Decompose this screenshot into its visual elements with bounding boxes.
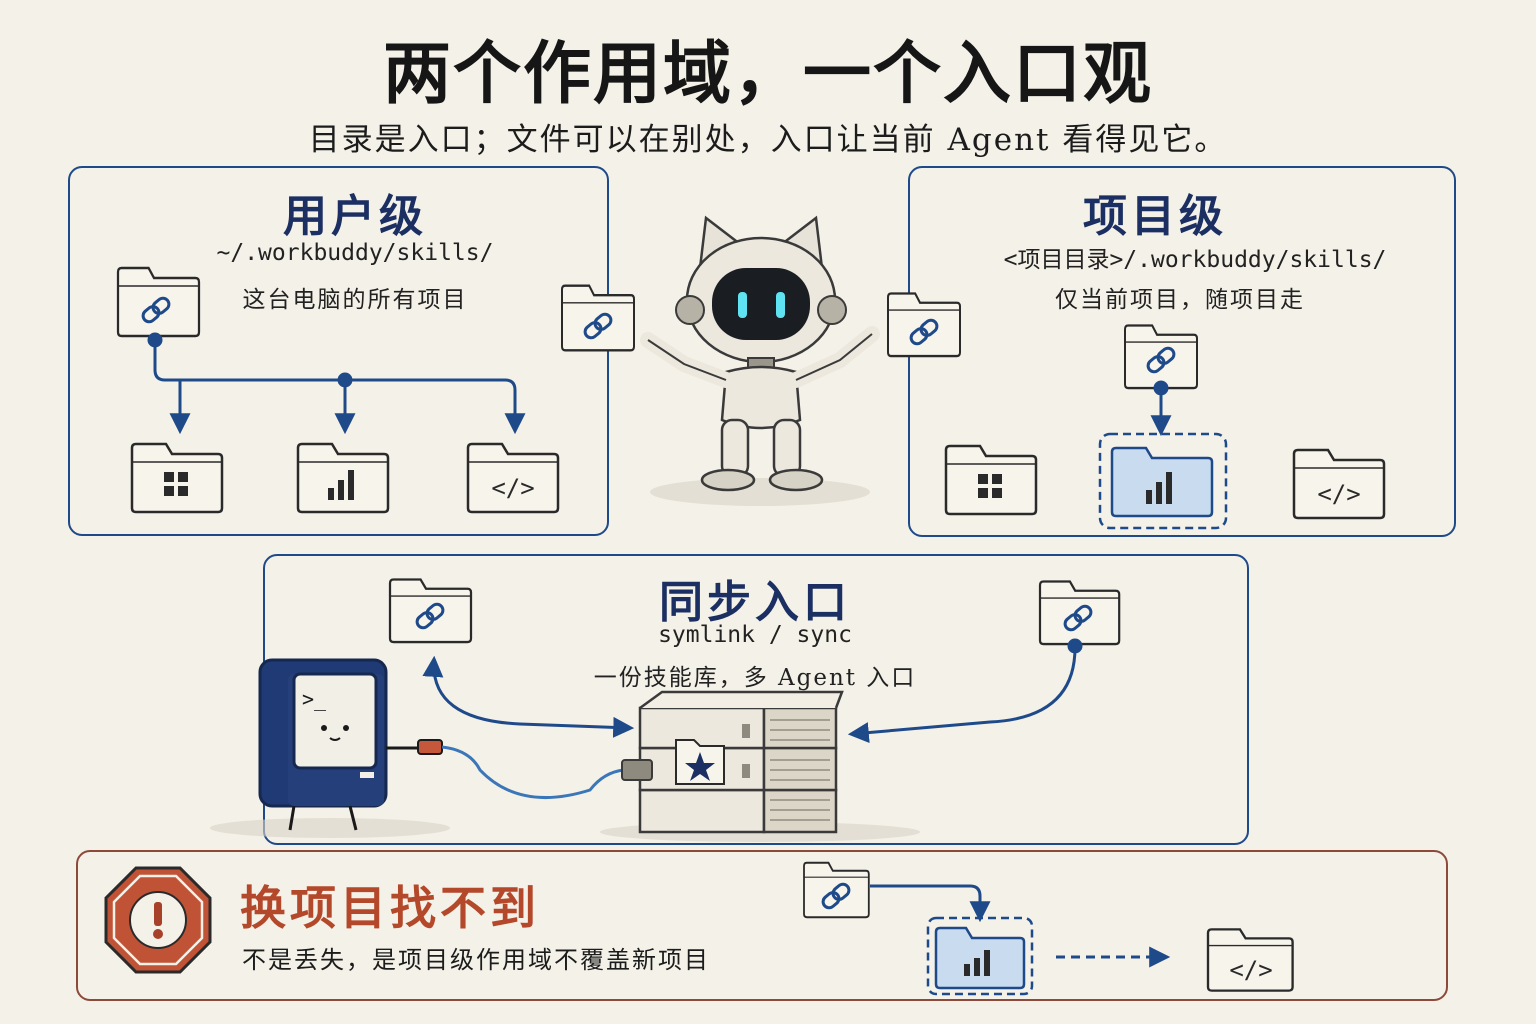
robot-right-link-folder-icon: [886, 292, 962, 358]
sync-right-link-folder-icon: [1038, 580, 1121, 646]
project-code-folder-icon: </>: [1292, 448, 1386, 520]
terminal-character-icon: >_: [210, 658, 450, 838]
warning-link-folder-icon: [802, 861, 870, 919]
project-chart-folder-highlighted-icon: [1098, 432, 1228, 530]
project-grid-folder-icon: [944, 444, 1038, 516]
sync-title: 同步入口: [659, 577, 851, 628]
warning-panel: [76, 850, 1448, 1001]
page-title: 两个作用域，一个入口观: [382, 34, 1153, 114]
user-link-folder-icon: [116, 266, 201, 338]
project-link-folder-icon: [1123, 324, 1199, 390]
user-code-folder-icon: </>: [466, 442, 560, 514]
sync-cable: [441, 745, 625, 800]
sync-description: 一份技能库，多 Agent 入口: [593, 665, 917, 691]
user-scope-description: 这台电脑的所有项目: [242, 287, 468, 313]
robot-mascot-icon: [640, 215, 880, 506]
warning-code-folder-icon: </>: [1206, 928, 1294, 992]
page-subtitle: 目录是入口；文件可以在别处，入口让当前 Agent 看得见它。: [308, 122, 1228, 158]
user-grid-folder-icon: [130, 442, 224, 514]
user-scope-path: ~/.workbuddy/skills/: [216, 240, 494, 266]
project-scope-description: 仅当前项目，随项目走: [1055, 287, 1305, 313]
robot-left-link-folder-icon: [560, 284, 636, 352]
svg-text:</>: </>: [1229, 956, 1272, 984]
warning-chart-folder-highlighted-icon: [926, 916, 1034, 996]
user-chart-folder-icon: [296, 442, 390, 514]
svg-text:</>: </>: [491, 474, 534, 502]
warning-description: 不是丢失，是项目级作用域不覆盖新项目: [242, 946, 710, 974]
terminal-prompt: >_: [302, 687, 327, 711]
svg-text:</>: </>: [1317, 480, 1360, 508]
project-scope-title: 项目级: [1083, 191, 1227, 242]
project-scope-path: <项目目录>/.workbuddy/skills/: [1003, 247, 1387, 273]
user-branch-arrows: [147, 332, 526, 435]
user-scope-title: 用户级: [283, 191, 427, 242]
skill-library-stack-icon: [600, 690, 920, 842]
sync-method: symlink / sync: [658, 622, 852, 648]
sync-left-link-folder-icon: [388, 578, 473, 644]
warning-title: 换项目找不到: [240, 881, 540, 935]
stop-warning-icon: [104, 866, 212, 974]
